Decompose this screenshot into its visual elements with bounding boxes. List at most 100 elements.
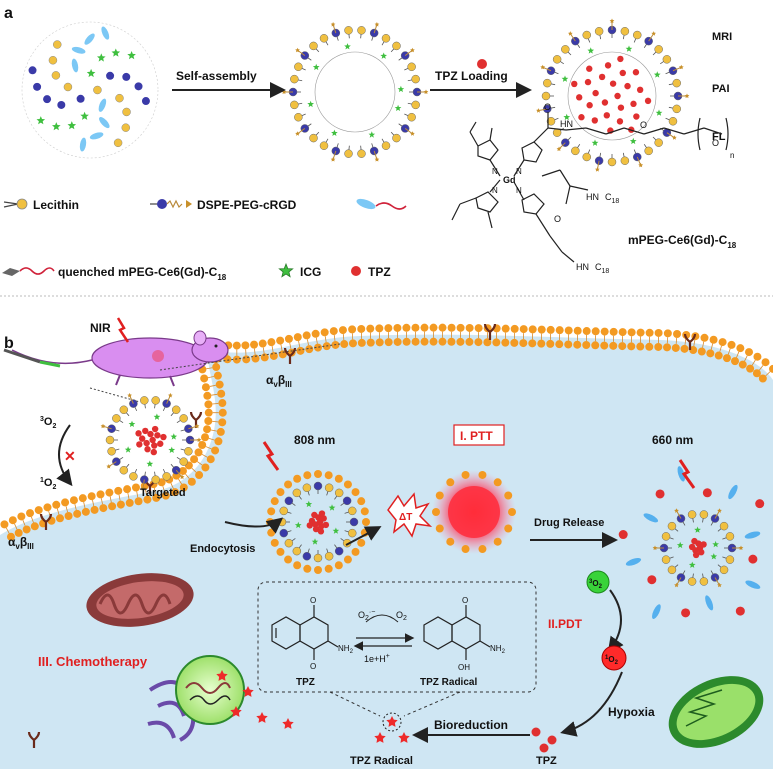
tpz-molecule [636, 86, 644, 94]
icg-star [294, 521, 302, 529]
membrane-head-inner [627, 328, 636, 337]
membrane-tail [208, 376, 215, 379]
membrane-head-outer [645, 342, 654, 351]
ce6-molecule [89, 132, 104, 140]
icg-molecule [86, 68, 96, 78]
membrane-head-outer [573, 340, 582, 349]
lecithin-head [179, 414, 188, 423]
dspe-molecule [57, 100, 66, 109]
lecithin-molecule [115, 93, 124, 103]
tpz-dot [547, 735, 557, 745]
membrane-head-inner [114, 486, 123, 495]
structure-n-subscript: n [730, 151, 734, 160]
membrane-head-outer [73, 509, 82, 518]
membrane-head-outer [30, 522, 39, 531]
lecithin-head [667, 521, 677, 531]
membrane-tail [693, 340, 696, 347]
tpz-molecule [586, 102, 593, 109]
legend-tpz-label: TPZ [368, 265, 391, 279]
membrane-head-outer [393, 337, 402, 346]
ptt-membrane-fragment [435, 491, 444, 500]
membrane-head-outer [429, 337, 438, 346]
membrane-tail [324, 336, 327, 343]
tpz-molecule [586, 65, 593, 72]
membrane-head-outer [680, 344, 689, 353]
integrin-label-left: αvβIII [8, 535, 34, 551]
icg-star [305, 500, 313, 508]
lecithin-head [667, 565, 677, 575]
icg-star [676, 541, 684, 549]
tpz-molecule [591, 117, 599, 124]
membrane-head-inner [329, 327, 338, 336]
laser-808-label: 808 nm [294, 433, 335, 447]
endosome-membrane-head [334, 561, 343, 570]
membrane-tail [209, 384, 216, 387]
membrane-head-outer [706, 349, 715, 358]
lecithin-head [171, 405, 181, 415]
membrane-tail [684, 338, 687, 345]
crgd-ligand [374, 22, 380, 27]
membrane-head-outer [215, 380, 224, 389]
structure-n2: N [516, 167, 522, 176]
membrane-head-inner [52, 500, 61, 509]
membrane-head-inner [87, 492, 96, 501]
membrane-head-inner [393, 323, 402, 332]
crgd-ligand [140, 486, 146, 491]
membrane-head-inner [0, 520, 9, 529]
icg-star [563, 113, 571, 121]
membrane-head-outer [116, 500, 125, 509]
lecithin-head [541, 91, 551, 101]
membrane-tail [212, 420, 219, 423]
tpz-molecule [135, 430, 142, 437]
lecithin-head [552, 55, 562, 64]
panel-b: b NIR αvβIII αvβIII 3O2 1O2 [0, 295, 773, 769]
lecithin-head [661, 532, 671, 541]
crgd-ligand [638, 162, 644, 168]
lecithin-head [672, 78, 681, 88]
crgd-ligand [595, 167, 600, 172]
crgd-ligand [651, 31, 656, 36]
tpz-nh2: NH2 [338, 644, 354, 655]
lecithin-head [344, 26, 353, 35]
lecithin-head [381, 34, 391, 43]
peg-chain [558, 142, 566, 150]
endosome-membrane-head [267, 507, 276, 516]
membrane-head-inner [105, 488, 114, 497]
lecithin-head [699, 510, 709, 519]
membrane-head-inner [61, 498, 70, 507]
tpz-molecule [633, 113, 640, 120]
peg-chain [542, 66, 552, 72]
lecithin-head [292, 546, 302, 556]
tpz-molecule [598, 73, 606, 81]
membrane-head-outer [143, 495, 152, 504]
blocked-x-icon: ✕ [64, 448, 76, 464]
structure-o3: O [712, 138, 719, 148]
ptt-membrane-fragment [478, 470, 487, 479]
membrane-head-inner [736, 344, 745, 353]
endosome-membrane-head [270, 538, 279, 547]
structure-n4: N [516, 186, 522, 195]
crgd-ligand [674, 582, 679, 588]
lecithin-head [324, 483, 334, 493]
peg-chain [714, 577, 720, 586]
released-ce6 [745, 580, 761, 589]
membrane-head-inner [250, 340, 259, 349]
membrane-tail [92, 500, 95, 507]
membrane-head-outer [627, 342, 636, 351]
tpz-molecule [609, 80, 617, 87]
radical-oh: OH [458, 663, 470, 672]
icg-star [153, 413, 161, 420]
released-tpz [681, 608, 691, 618]
lecithin-head [277, 517, 287, 527]
lecithin-head [411, 74, 420, 84]
ptt-membrane-fragment [461, 470, 470, 479]
membrane-head-inner [456, 323, 465, 332]
membrane-tail [289, 342, 292, 349]
lecithin-head [687, 577, 697, 586]
peg-chain [676, 577, 682, 586]
legend-icg-label: ICG [300, 265, 321, 279]
endosome-membrane-head [284, 555, 293, 564]
membrane-head-inner [519, 325, 528, 334]
tpz-molecule [630, 100, 637, 108]
icg-star [712, 540, 719, 548]
